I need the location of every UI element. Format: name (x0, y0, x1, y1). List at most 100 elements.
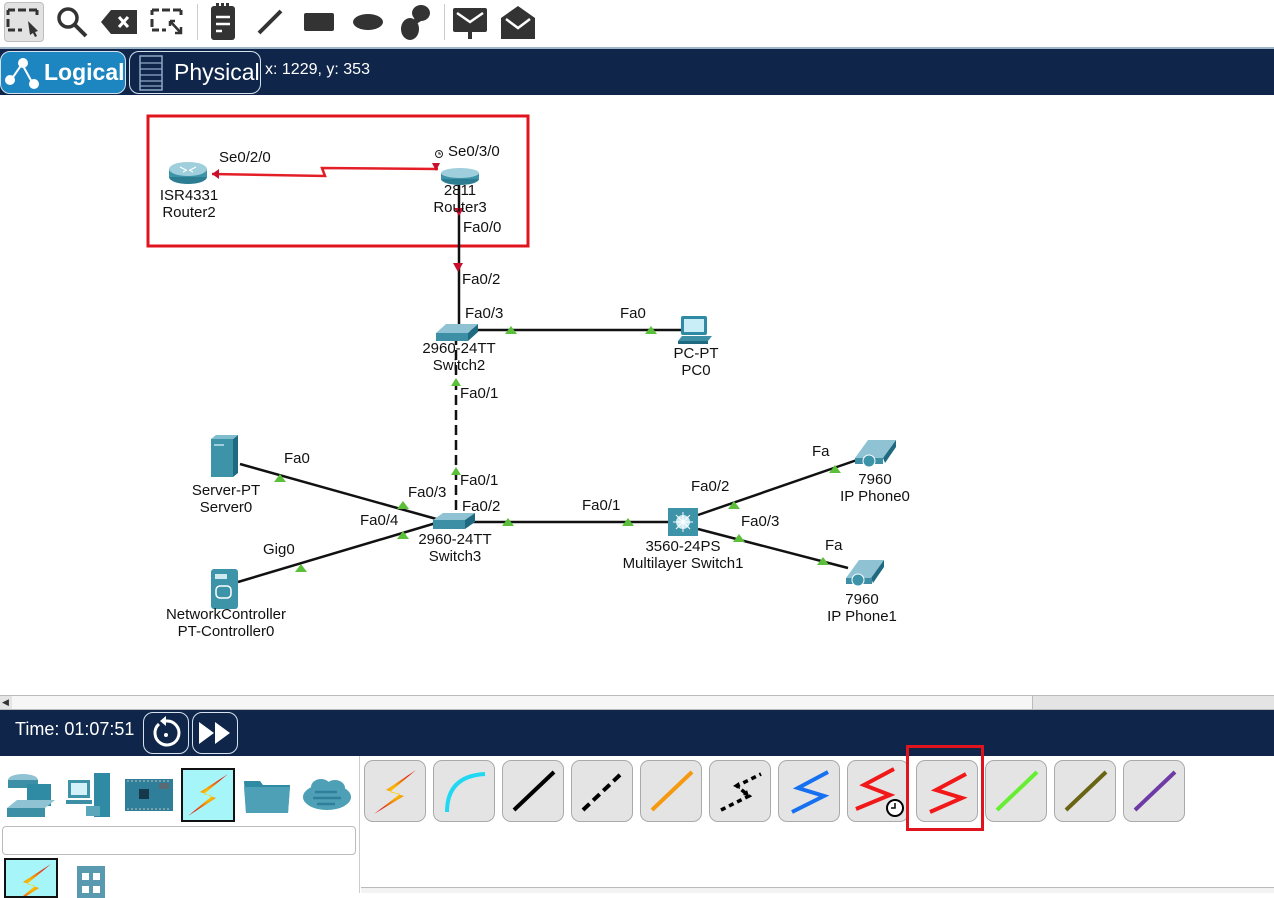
canvas-horizontal-scrollbar[interactable]: ◀ (0, 695, 1274, 710)
port-label: Se0/2/0 (219, 149, 271, 166)
clock-icon (435, 150, 443, 158)
highlight-box-serial-dte (906, 745, 984, 831)
toolbar-divider (0, 47, 1274, 49)
octal-cable-icon (995, 770, 1039, 812)
cursor-coordinates: x: 1229, y: 353 (265, 61, 370, 78)
switch3-device[interactable] (433, 513, 475, 529)
router2-device[interactable] (169, 162, 207, 184)
link-status-up-marker (817, 557, 829, 565)
draw-line-tool-button[interactable] (250, 2, 290, 42)
tab-logical[interactable]: Logical (0, 51, 126, 94)
draw-freeform-tool-button[interactable] (395, 2, 435, 42)
link-status-up-marker (505, 326, 517, 334)
draw-rectangle-tool-button[interactable] (299, 2, 339, 42)
cable-copper-straight-through[interactable] (502, 760, 564, 822)
category-connections[interactable] (181, 768, 235, 822)
console-cable-icon (445, 772, 486, 813)
straight-through-cable-icon (512, 770, 556, 812)
components-icon (125, 779, 173, 811)
server0-device[interactable] (211, 435, 238, 477)
scrollbar-thumb[interactable] (12, 696, 1033, 709)
phone1-device[interactable] (846, 560, 884, 587)
tab-physical-label: Physical (174, 59, 260, 85)
port-label: Fa0/2 (691, 478, 730, 495)
pc0-device[interactable] (678, 316, 712, 344)
select-tool-button[interactable] (4, 2, 44, 42)
draw-ellipse-tool-button[interactable] (348, 2, 388, 42)
logical-workspace-canvas[interactable]: Se0/2/0 Se0/3/0 Fa0/0 Fa0/2 Fa0/3 Fa0 Fa… (0, 95, 1274, 695)
link-status-up-marker (274, 474, 286, 482)
switch2-device[interactable] (436, 324, 478, 341)
place-note-tool-button[interactable] (203, 2, 243, 42)
category-miscellaneous[interactable] (240, 768, 294, 822)
scroll-left-arrow-icon[interactable]: ◀ (2, 697, 9, 707)
power-cycle-devices-button[interactable] (143, 712, 189, 754)
cable-copper-cross-over[interactable] (571, 760, 633, 822)
connections-lightning-icon (188, 774, 228, 816)
inspect-tool-button[interactable] (52, 2, 92, 42)
link-status-down-marker (454, 208, 464, 216)
port-label: Fa0/4 (360, 512, 399, 529)
cable-iot-custom[interactable] (1054, 760, 1116, 822)
line-icon (257, 9, 283, 35)
marquee-select-icon (6, 8, 39, 37)
cable-serial-dce[interactable] (847, 760, 909, 822)
link-status-up-marker (295, 564, 307, 572)
tab-physical[interactable]: Physical (129, 51, 261, 94)
add-simple-pdu-button[interactable] (450, 2, 490, 42)
port-label: Fa0/1 (460, 385, 499, 402)
subcategory-connections[interactable] (4, 858, 58, 898)
cable-octal[interactable] (985, 760, 1047, 822)
cable-automatic[interactable] (364, 760, 426, 822)
serial-dte-cable-icon (929, 772, 968, 814)
port-label: Fa0/1 (460, 472, 499, 489)
link-status-up-marker (728, 501, 740, 509)
category-multiuser-connection[interactable] (300, 768, 354, 822)
resize-shape-tool-button[interactable] (148, 2, 188, 42)
subcategory-structured-cabling[interactable] (64, 858, 118, 898)
cable-serial-dte[interactable] (916, 760, 978, 822)
link-mls1-phone0[interactable] (697, 458, 858, 517)
link-status-up-marker (622, 518, 634, 526)
iot-custom-cable-icon (1064, 770, 1108, 812)
cable-fiber[interactable] (640, 760, 702, 822)
port-label: Fa0/3 (741, 513, 780, 530)
link-status-up-marker (397, 501, 409, 509)
link-status-down-marker (453, 263, 463, 272)
workspace-navbar: Logical Physical x: 1229, y: 353 (0, 49, 1274, 95)
category-end-devices[interactable] (63, 768, 117, 822)
add-complex-pdu-button[interactable] (498, 2, 538, 42)
link-server0-switch3[interactable] (239, 462, 441, 522)
serial-dce-cable-icon (855, 767, 904, 817)
port-label: Fa0/1 (582, 497, 621, 514)
category-network-devices[interactable] (4, 768, 58, 822)
phone0-device[interactable] (855, 440, 896, 468)
connection-panel-scrollbar[interactable] (361, 887, 1274, 893)
link-serial-router2-router3[interactable] (211, 166, 439, 178)
cable-console[interactable] (433, 760, 495, 822)
fast-forward-time-button[interactable] (192, 712, 238, 754)
fast-forward-icon (199, 722, 230, 744)
controller0-device[interactable] (211, 569, 238, 609)
coaxial-cable-icon (791, 770, 830, 814)
cable-coaxial[interactable] (778, 760, 840, 822)
physical-rack-icon (139, 54, 163, 91)
simulation-time: Time: 01:07:51 (15, 719, 135, 739)
cable-phone[interactable] (709, 760, 771, 822)
router3-device[interactable] (441, 168, 479, 185)
device-search-input[interactable] (2, 826, 356, 855)
mls1-device[interactable] (668, 508, 698, 536)
building-icon (77, 866, 105, 898)
category-components[interactable] (122, 768, 176, 822)
port-label: Fa (812, 443, 830, 460)
port-label: Fa0/2 (462, 498, 501, 515)
cable-usb[interactable] (1123, 760, 1185, 822)
delete-tool-button[interactable] (100, 2, 140, 42)
